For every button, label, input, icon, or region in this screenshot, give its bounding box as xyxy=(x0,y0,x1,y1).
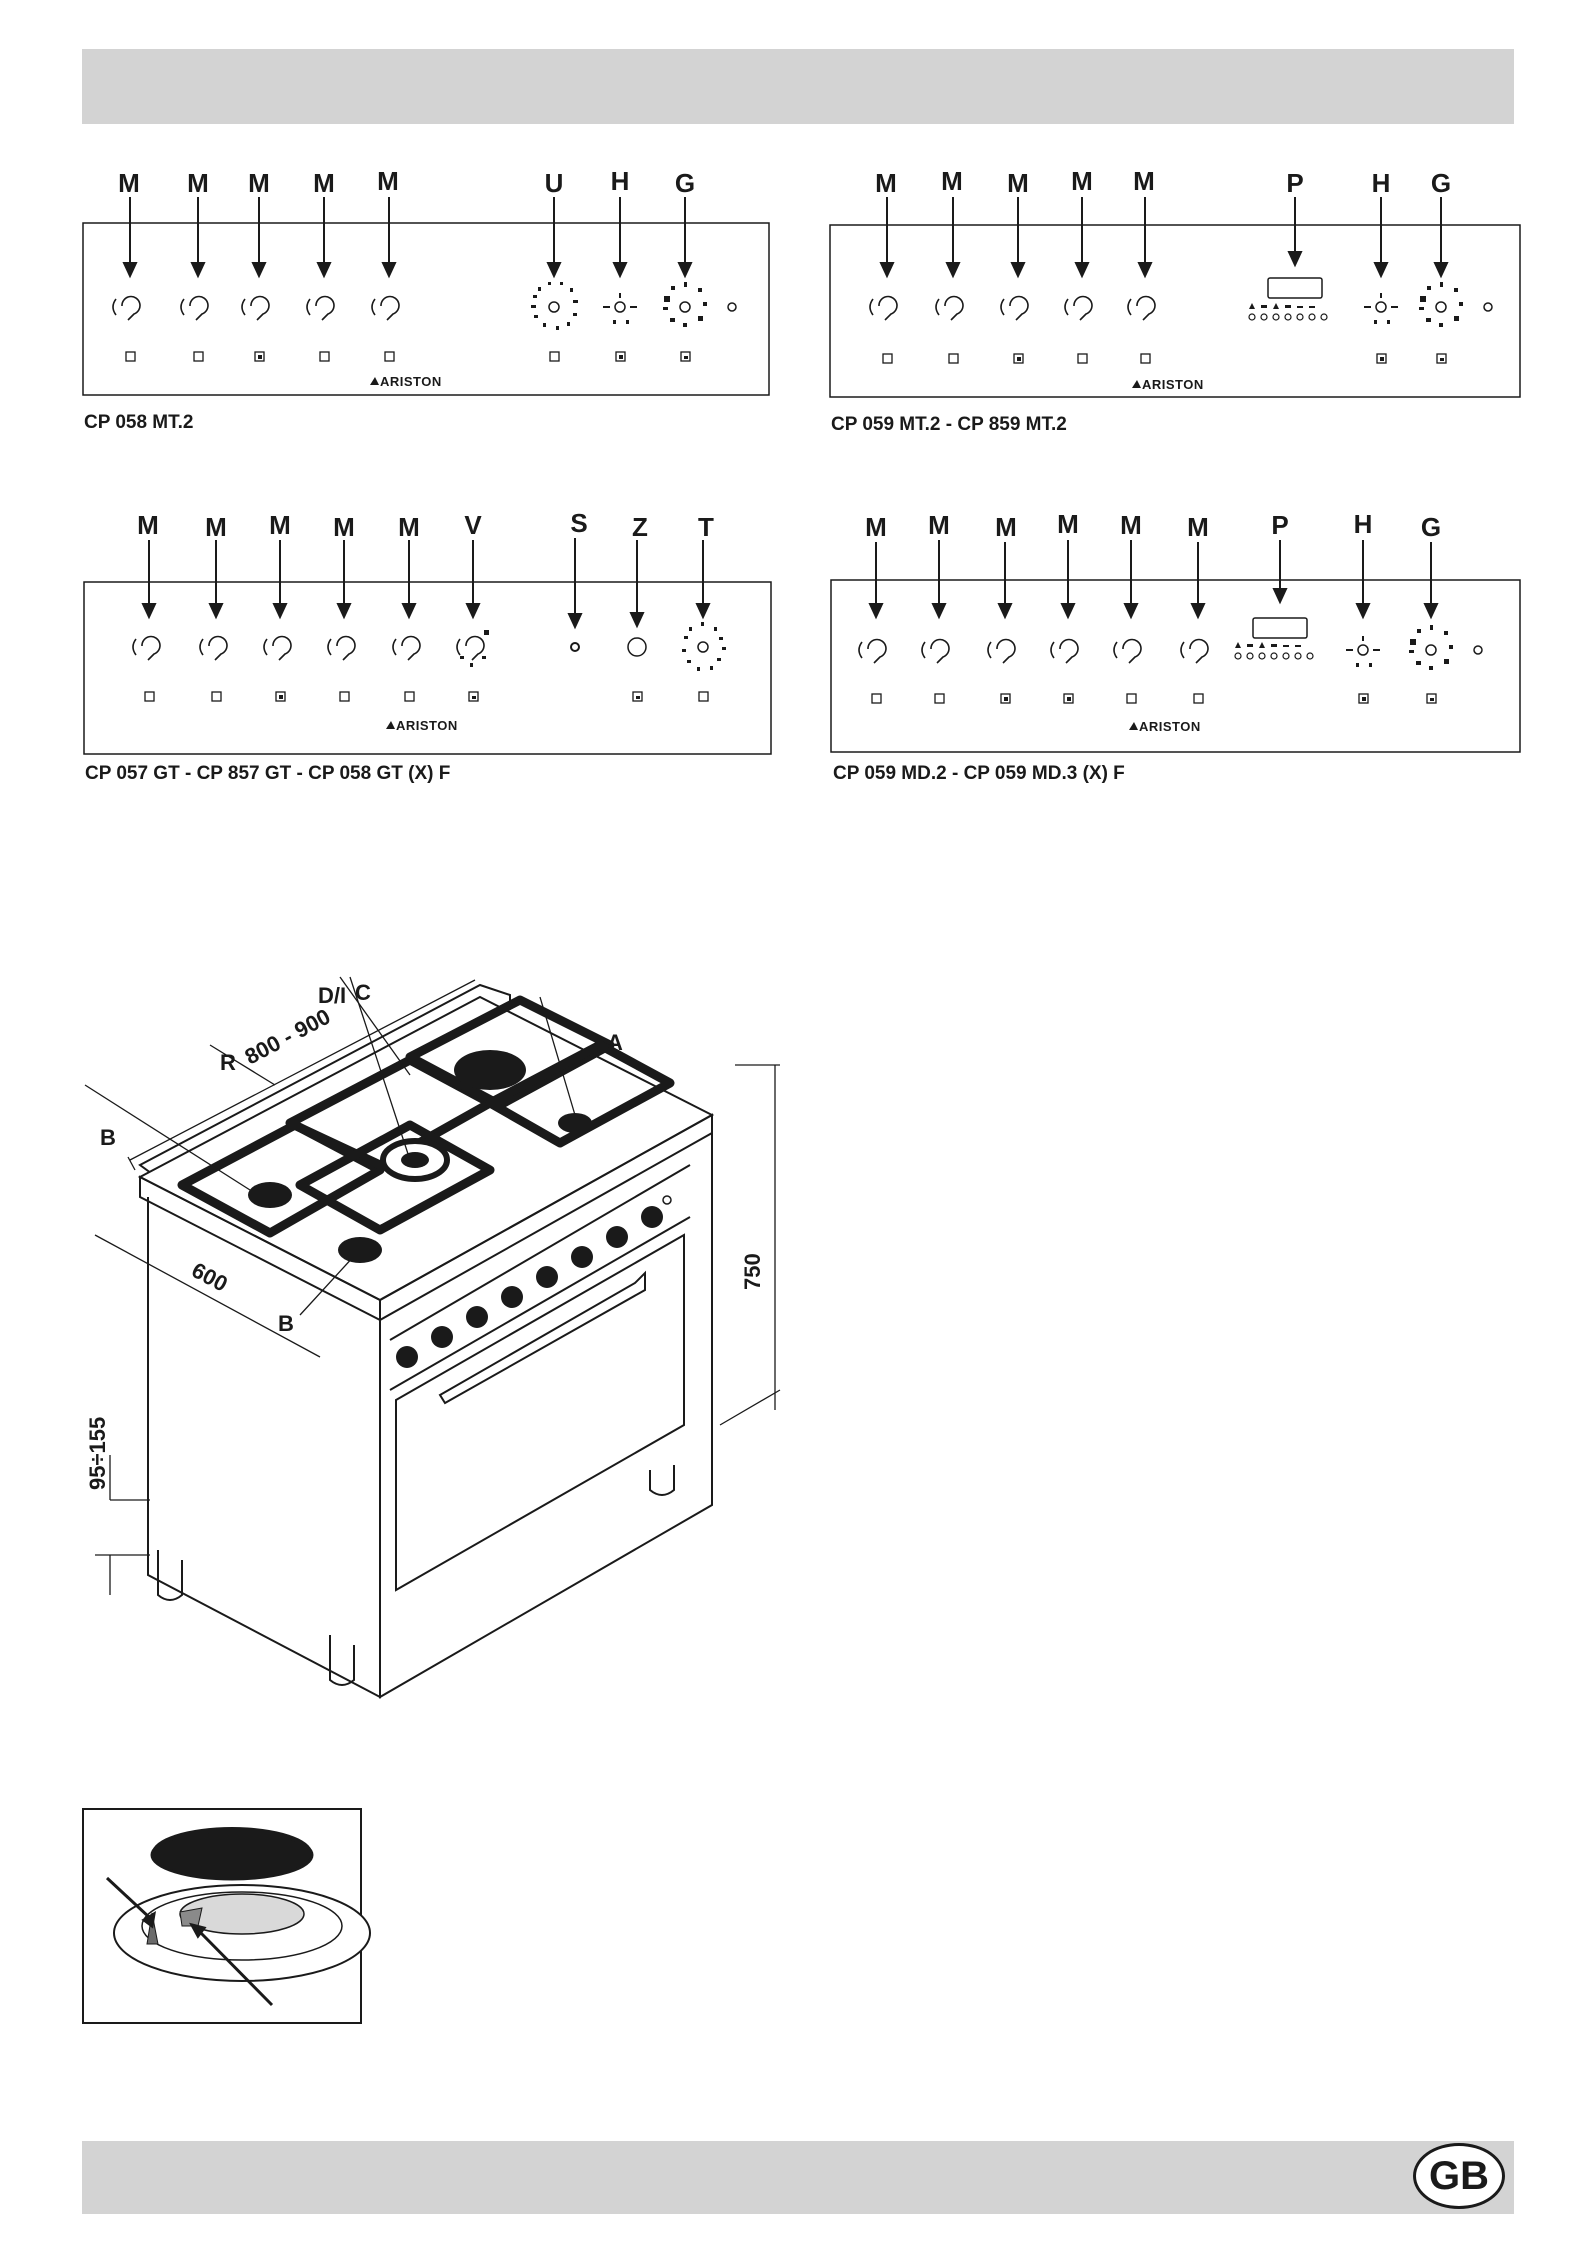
panel-caption: CP 058 MT.2 xyxy=(84,412,193,434)
cooker-installation-figure: D/I C A R B B 800 - 900 600 750 95÷155 xyxy=(80,945,800,1705)
panel-caption: CP 059 MT.2 - CP 859 MT.2 xyxy=(831,414,1067,436)
panel-label: M xyxy=(269,510,291,540)
display-icon xyxy=(1253,618,1307,638)
panel-label: M xyxy=(941,166,963,196)
svg-text:C: C xyxy=(355,980,371,1005)
svg-text:R: R xyxy=(220,1050,236,1075)
panel-label: U xyxy=(545,168,564,198)
panel-label: M xyxy=(118,168,140,198)
panel-label: H xyxy=(1372,168,1391,198)
dial-knob-icon xyxy=(698,642,708,652)
panel-label: M xyxy=(865,512,887,542)
control-panel-3: M M M M M V S Z T ARI xyxy=(70,500,790,760)
panel-label: T xyxy=(698,512,714,542)
panel-label: M xyxy=(875,168,897,198)
panel-label: M xyxy=(1071,166,1093,196)
ariston-logo: ARISTON xyxy=(370,374,442,389)
panel-label: S xyxy=(570,508,587,538)
burner-knob-icon xyxy=(870,297,1155,320)
panel-label: G xyxy=(1431,168,1451,198)
header-bar xyxy=(82,49,1514,124)
panel-label: M xyxy=(333,512,355,542)
panel-label: M xyxy=(313,168,335,198)
svg-text:B: B xyxy=(278,1311,294,1336)
panel-label: V xyxy=(464,510,482,540)
panel-label: M xyxy=(398,512,420,542)
panel-caption: CP 057 GT - CP 857 GT - CP 058 GT (X) F xyxy=(85,763,450,785)
button-icon xyxy=(628,638,646,656)
ariston-logo: ARISTON xyxy=(1132,377,1204,392)
indicator-light-icon xyxy=(571,643,579,651)
svg-text:A: A xyxy=(607,1030,623,1055)
panel-label: M xyxy=(377,166,399,196)
svg-text:800 - 900: 800 - 900 xyxy=(241,1004,335,1070)
programmer-buttons-icon xyxy=(1235,653,1313,659)
svg-text:750: 750 xyxy=(740,1253,765,1290)
panel-label: M xyxy=(1007,168,1029,198)
burner-knob-icon xyxy=(113,297,399,320)
panel-label: M xyxy=(1187,512,1209,542)
panel-label: M xyxy=(995,512,1017,542)
language-badge: GB xyxy=(1413,2143,1505,2209)
svg-text:600: 600 xyxy=(188,1257,232,1296)
ariston-logo: ARISTON xyxy=(386,718,458,733)
svg-text:ARISTON: ARISTON xyxy=(380,374,442,389)
svg-text:95÷155: 95÷155 xyxy=(85,1417,110,1490)
burner-detail-figure xyxy=(82,1808,362,2024)
panel-caption: CP 059 MD.2 - CP 059 MD.3 (X) F xyxy=(833,763,1125,785)
panel-label: M xyxy=(137,510,159,540)
panel-label: G xyxy=(1421,512,1441,542)
svg-text:ARISTON: ARISTON xyxy=(396,718,458,733)
footer-bar xyxy=(82,2141,1514,2214)
panel-label: Z xyxy=(632,512,648,542)
programmer-buttons-icon xyxy=(1249,314,1327,320)
control-panel-1: M M M M M U H G ARISTON xyxy=(70,155,790,405)
display-icon xyxy=(1268,278,1322,298)
panel-frame xyxy=(830,225,1520,397)
panel-label: M xyxy=(205,512,227,542)
control-panel-2: M M M M M P H G ARIS xyxy=(818,155,1538,405)
panel-label: M xyxy=(1120,510,1142,540)
panel-label: G xyxy=(675,168,695,198)
dial-knob-icon xyxy=(549,302,736,312)
svg-text:B: B xyxy=(100,1125,116,1150)
panel-label: P xyxy=(1271,510,1288,540)
burner-knob-icon xyxy=(133,637,484,660)
panel-label: H xyxy=(611,166,630,196)
panel-label: M xyxy=(928,510,950,540)
panel-label: M xyxy=(248,168,270,198)
svg-text:ARISTON: ARISTON xyxy=(1139,719,1201,734)
panel-label: H xyxy=(1354,509,1373,539)
panel-label: M xyxy=(187,168,209,198)
control-panel-4: M M M M M M P H G xyxy=(818,500,1538,760)
ariston-logo: ARISTON xyxy=(1129,719,1201,734)
panel-label: M xyxy=(1057,509,1079,539)
panel-label: P xyxy=(1286,168,1303,198)
svg-text:ARISTON: ARISTON xyxy=(1142,377,1204,392)
burner-knob-icon xyxy=(859,640,1208,663)
panel-label: M xyxy=(1133,166,1155,196)
